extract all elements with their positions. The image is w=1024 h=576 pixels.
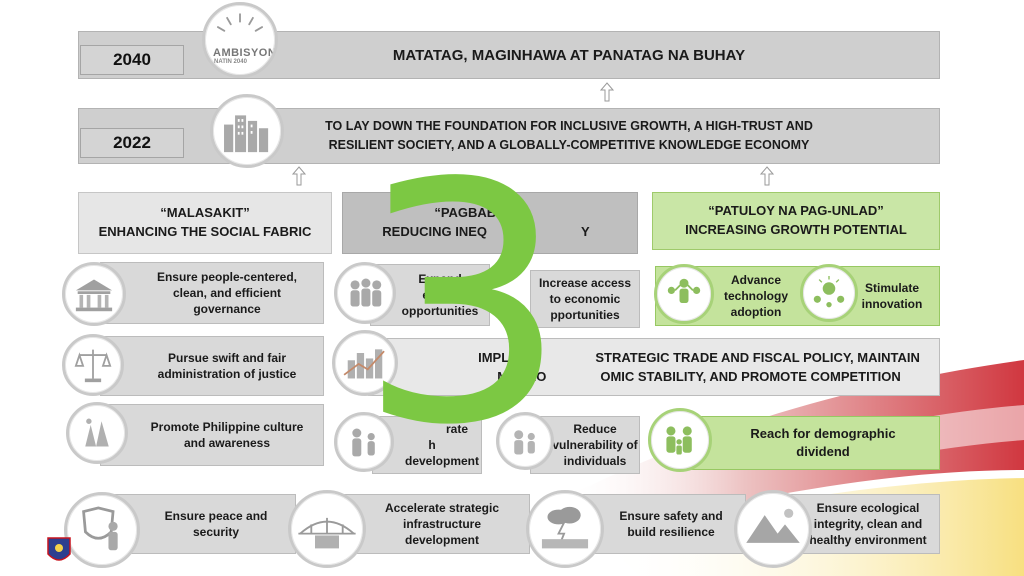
strategy-governance: Ensure people-centered, clean, and effic… [100,262,324,324]
innovation-icon [800,264,858,322]
shield-person-icon [64,492,140,568]
storm-icon [526,490,604,568]
vision-2040-text: MATATAG, MAGINHAWA AT PANATAG NA BUHAY [392,46,746,64]
pillar-pagbabago-name: “PAGBABAG [434,205,516,221]
pillar-patuloy-subtitle: INCREASING GROWTH POTENTIAL [685,222,907,237]
culture-icon [66,402,128,464]
strategy-increase-access: Increase access to economic pportunities [530,270,640,328]
goal-2022-line2: RESILIENT SOCIETY, AND A GLOBALLY-COMPET… [328,138,810,152]
family-icon [648,408,712,472]
city-buildings-icon [210,94,284,168]
strategy-innovation-text: Stimulate innovation [861,281,923,312]
scales-of-justice-icon [62,334,124,396]
pillar-malasakit: “MALASAKIT” ENHANCING THE SOCIAL FABRIC [78,192,332,254]
goal-2022-line1: TO LAY DOWN THE FOUNDATION FOR INCLUSIVE… [325,119,813,134]
arrow-up-icon [760,166,774,186]
foundation-infrastructure: Accelerate strategic infrastructure deve… [330,494,530,554]
seal-icon [47,537,71,561]
ambisyon-logo-text: AMBISYON [213,47,277,59]
ambisyon-logo-subtext: NATIN 2040 [214,59,247,65]
strategy-demographic-dividend: Reach for demographic dividend [676,416,940,470]
overlay-number: 3 [358,113,568,497]
strategy-technology-text: Advance technology adoption [723,273,788,320]
city-growth-icon [332,330,398,396]
year-2022-label: 2022 [80,128,184,158]
technology-icon [654,264,714,324]
year-2040-label: 2040 [80,45,184,75]
government-building-icon [62,262,126,326]
ambisyon-logo: AMBISYON NATIN 2040 [202,2,278,78]
pillar-malasakit-subtitle: ENHANCING THE SOCIAL FABRIC [98,224,312,239]
pillar-malasakit-name: “MALASAKIT” [160,205,250,221]
arrow-up-icon [600,82,614,102]
sun-rays-icon [216,13,264,32]
strategy-justice: Pursue swift and fair administration of … [100,336,324,396]
pillar-patuloy-name: “PATULOY NA PAG-UNLAD” [708,203,884,219]
pillar-patuloy: “PATULOY NA PAG-UNLAD” INCREASING GROWTH… [652,192,940,250]
bridge-icon [288,490,366,568]
mountain-icon [734,490,812,568]
family-icon [334,412,394,472]
arrow-up-icon [292,166,306,186]
strategy-culture: Promote Philippine culture and awareness [100,404,324,466]
people-group-icon [334,262,396,324]
people-group-icon [496,412,554,470]
